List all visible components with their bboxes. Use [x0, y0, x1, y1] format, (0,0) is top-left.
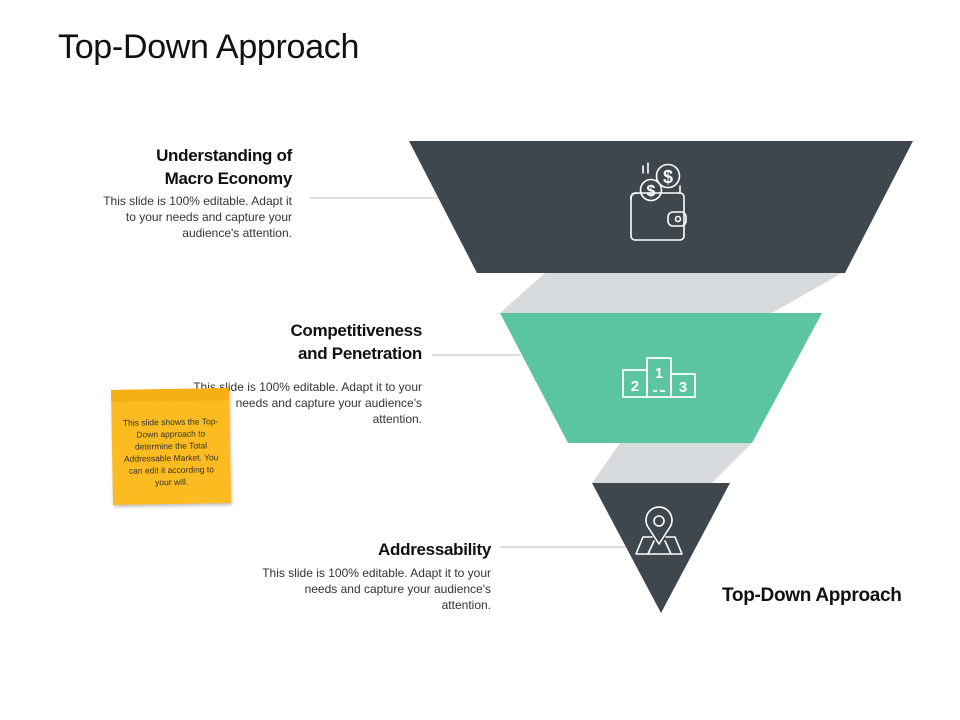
step-heading: Addressability	[378, 540, 491, 559]
funnel-connector-2	[592, 443, 752, 483]
step-description: This slide is 100% editable. Adapt it to…	[262, 566, 491, 612]
step-heading: Understanding of Macro Economy	[156, 146, 292, 188]
step-description: This slide is 100% editable. Adapt it to…	[103, 194, 292, 240]
podium-icon	[622, 357, 696, 398]
funnel-connector-1	[500, 273, 842, 313]
podium-label-2: 2	[631, 378, 639, 395]
step-description: This slide is 100% editable. Adapt it to…	[193, 380, 422, 426]
sticky-note-tab	[111, 387, 230, 403]
dollar-sign-large: $	[663, 167, 673, 187]
sticky-note-text: This slide shows the Top-Down approach t…	[122, 416, 219, 488]
step-competitiveness: Competitiveness and Penetration This sli…	[170, 319, 422, 427]
diagram-caption: Top-Down Approach	[722, 585, 902, 606]
wallet-coins-icon	[630, 162, 687, 241]
podium-label-3: 3	[679, 379, 687, 396]
sticky-note: This slide shows the Top-Down approach t…	[111, 387, 231, 506]
dollar-sign-small: $	[647, 183, 656, 200]
funnel-level-3	[592, 483, 730, 613]
step-addressability: Addressability This slide is 100% editab…	[240, 538, 491, 613]
podium-label-1: 1	[655, 365, 663, 382]
step-heading: Competitiveness and Penetration	[290, 321, 422, 363]
funnel-level-2	[500, 313, 822, 443]
funnel-level-1	[409, 141, 913, 273]
map-pin-icon	[635, 506, 683, 555]
page-title: Top-Down Approach	[58, 28, 360, 66]
step-macro-economy: Understanding of Macro Economy This slid…	[50, 144, 292, 241]
